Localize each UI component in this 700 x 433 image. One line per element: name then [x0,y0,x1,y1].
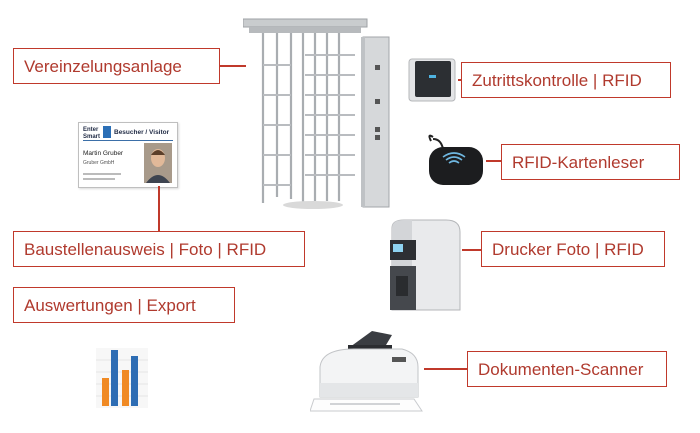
label-zutrittskontrolle: Zutrittskontrolle | RFID [461,62,671,98]
connector-scanner [424,368,468,370]
label-rfid-kartenleser: RFID-Kartenleser [501,144,680,180]
label-auswertungen: Auswertungen | Export [13,287,235,323]
brand-logo-icon [103,126,111,138]
connector-drucker [462,249,482,251]
connector-vereinzelungsanlage [220,65,246,67]
connector-baustellenausweis [158,186,160,232]
label-dokumenten-scanner: Dokumenten-Scanner [467,351,667,387]
badge-company: Gruber GmbH [83,160,115,166]
rfid-terminal-icon [407,55,459,105]
badge-title: Besucher / Visitor [114,129,170,136]
rfid-card-reader-icon [423,131,488,189]
label-baustellenausweis: Baustellenausweis | Foto | RFID [13,231,305,267]
badge-printer-icon [382,218,464,316]
bar-chart-icon [96,348,148,408]
document-scanner-icon [310,327,425,414]
turnstile-icon [243,15,393,210]
badge-photo [144,143,172,183]
label-vereinzelungsanlage: Vereinzelungsanlage [13,48,220,84]
badge-person-name: Martin Gruber [83,150,124,157]
label-drucker: Drucker Foto | RFID [481,231,665,267]
connector-rfid-kartenleser [486,160,502,162]
connector-zutrittskontrolle [458,79,462,81]
